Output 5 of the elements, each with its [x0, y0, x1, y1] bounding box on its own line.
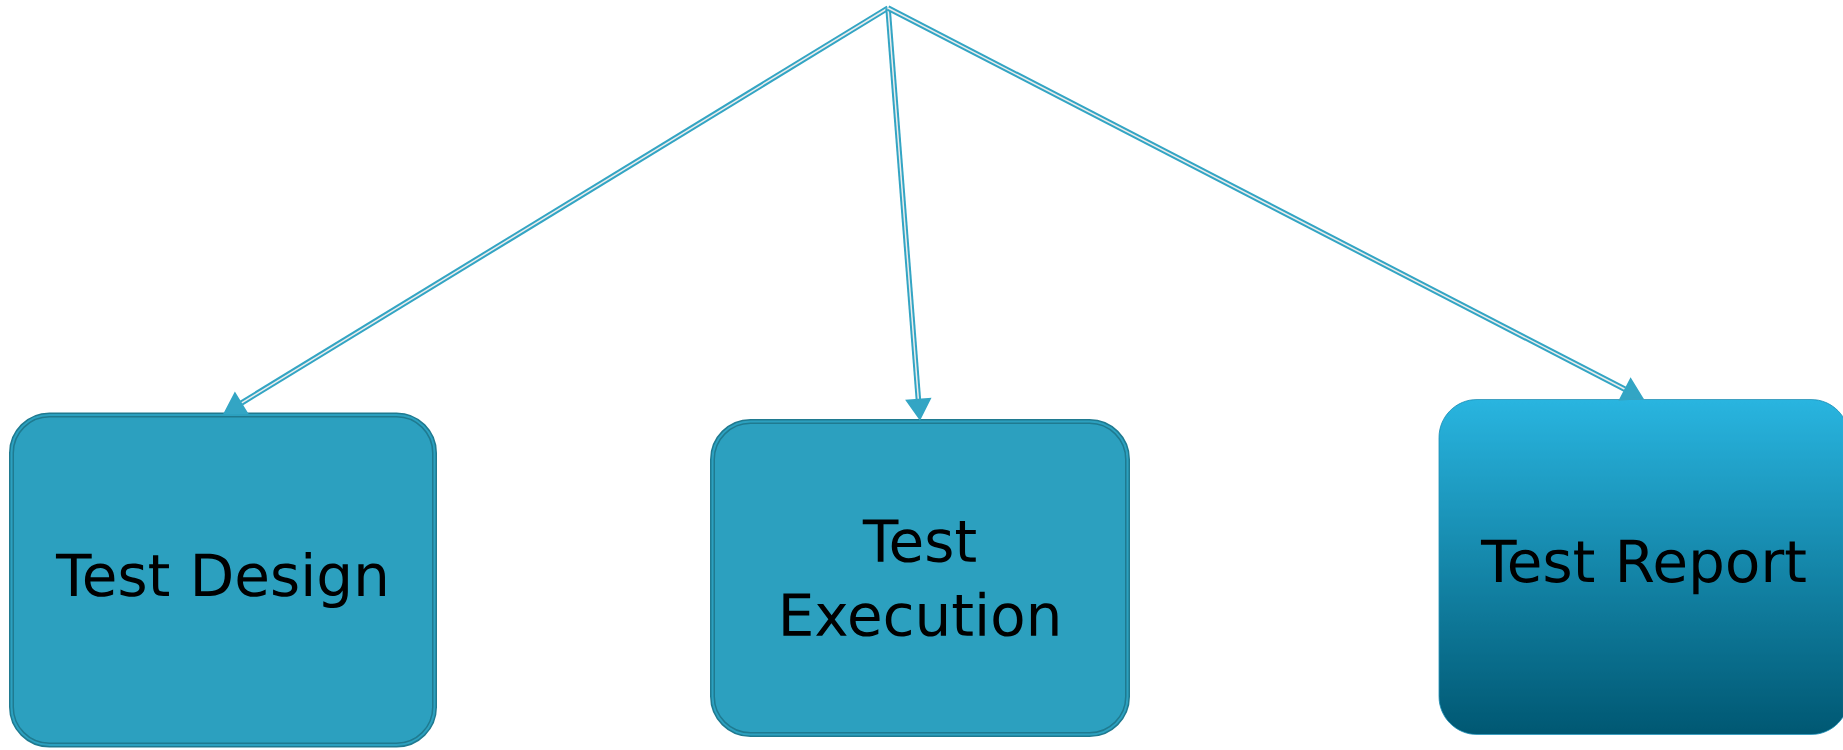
arrow	[223, 5, 890, 415]
arrow	[886, 5, 1644, 401]
process-box: Test Execution	[710, 419, 1130, 737]
process-box: Test Report	[1438, 399, 1843, 735]
process-box: Test Design	[9, 412, 437, 748]
